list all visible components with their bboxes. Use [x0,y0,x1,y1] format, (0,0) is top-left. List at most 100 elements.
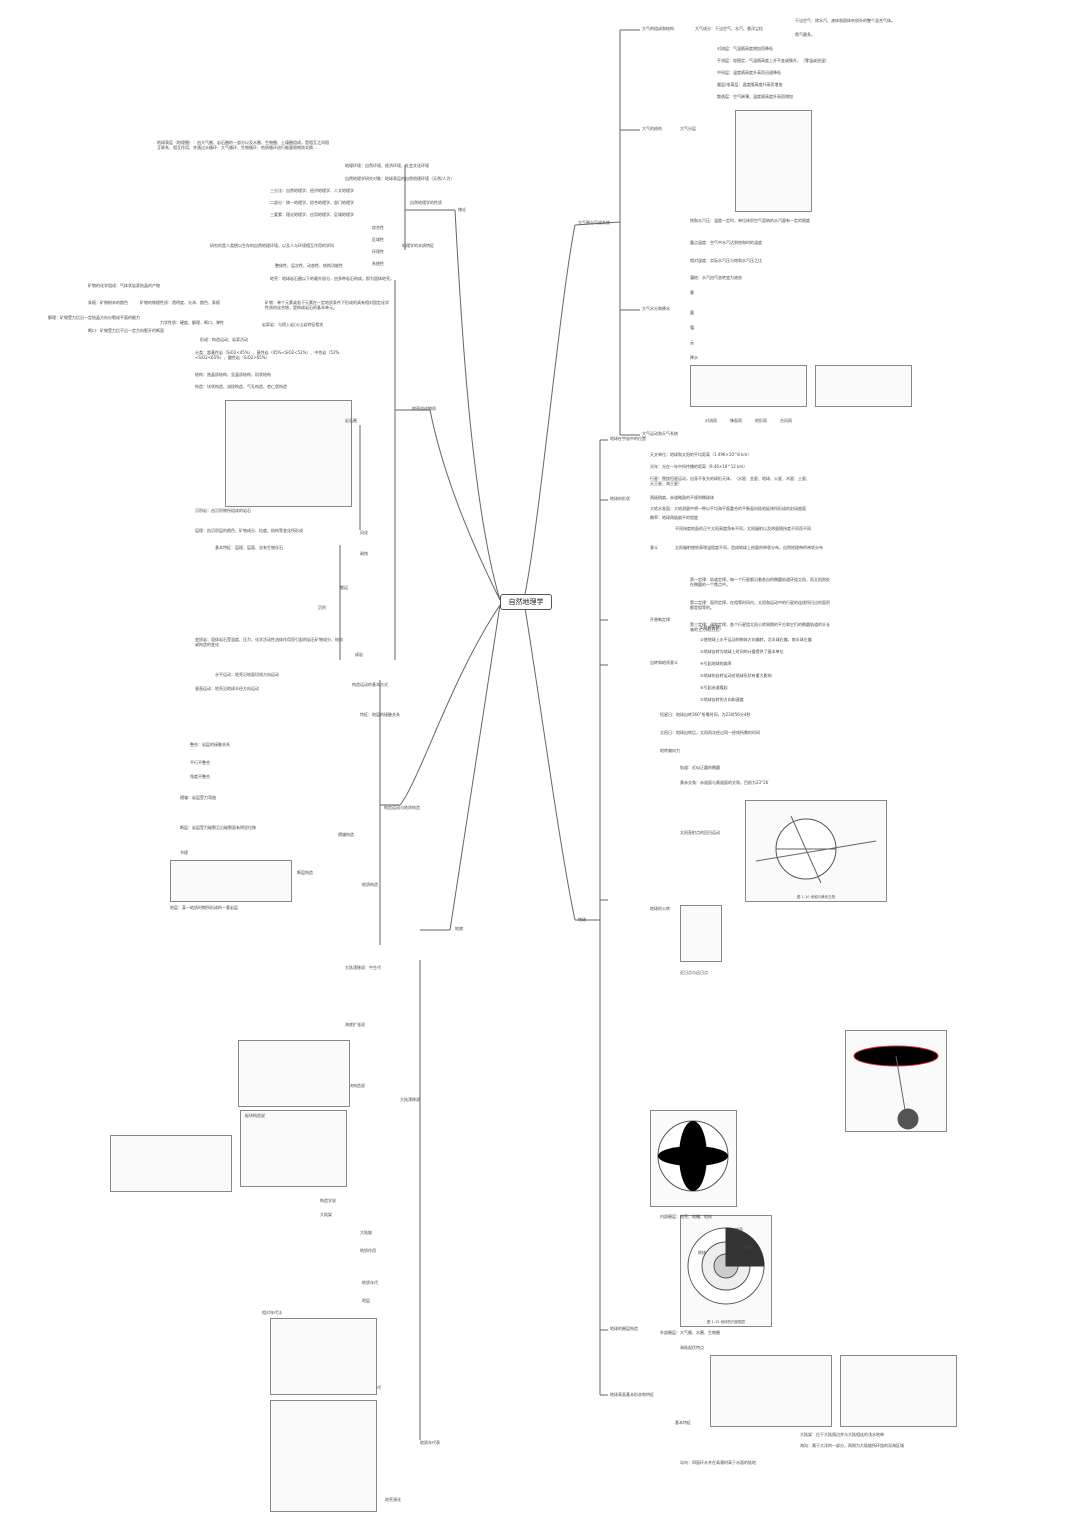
earth-interior-icon [687,1227,765,1305]
geo-0: 大陆漂移说：中生代 [345,965,381,970]
intro-item-3: 二部分：统一地理学、综合地理学、部门地理学 [270,200,354,205]
feature-3: 系统性 [372,261,384,266]
sea-label[interactable]: 地球表面基本形态和特征 [610,1392,654,1397]
sea-basic[interactable]: 基本特征 [675,1420,691,1425]
tect-0: 水平运动：地壳沿地面切线方向运动 [215,672,279,677]
atmos-comp-1: 干洁空气：除水汽、液体和固体杂质外的整个混合气体。 [795,18,895,23]
intro-branch[interactable]: 自然地理学的性质 [410,200,442,205]
period-1: 太阳日：地球自转后，太阳再次经过同一经线所需的时间 [660,730,760,735]
features-title[interactable]: 地理学的本质特征 [402,243,434,248]
sea-list-figure [840,1355,957,1427]
geo-3: 构造学说 [320,1198,336,1203]
fault-figure [170,860,292,902]
geology-label[interactable]: 地貌 [455,926,463,931]
circ-3: 凝结：水汽由气态转变为液态 [690,275,742,280]
atmos-circ[interactable]: 大气水分和降水 [642,306,670,311]
geo-6: 地质作用 [360,1248,376,1253]
earth-layers[interactable]: 地球的圈层构造 [610,1326,638,1331]
sedim-4: 成岩 [355,652,363,657]
intro-paragraph: 地球表层（地理圈）：由大气圈、岩石圈的一部分以及水圈、生物圈、土壤圈组成，是相互… [157,140,329,150]
tect-label[interactable]: 构造运动与地质构造 [384,805,420,810]
earth-rotation[interactable]: 自转和地质意义 [650,660,678,665]
crust-9: 基本特征：层理、层面、含有生物化石 [215,545,283,550]
landform-1: 地层 [362,1298,370,1303]
tect-4: 整合：岩层的接触关系 [190,742,230,747]
mineral-3: 条痕：矿物粉末的颜色 [88,300,128,305]
atmos-comp-0: 大气成分：干洁空气、水汽、悬浮尘粒 [695,26,763,31]
geo-1: 海底扩张说 [345,1022,365,1027]
crust-label[interactable]: 地壳组成物质 [412,406,436,411]
earth-revolution[interactable]: 地球的公转 [650,906,670,911]
kepler-2: 第三定律：调和定律，各个行星绕太阳公转周期的平方和它们的椭圆轨道的半长轴的立方成… [690,622,830,632]
precip-2: 地形雨 [755,418,767,423]
sedim-0: 风化 [360,530,368,535]
mineral-4: 解理：矿物受力后沿一定结晶方向分裂成平面的能力 [48,315,140,320]
plate-fig-title: 板块构造说 [245,1113,265,1118]
sedim-3: 沉积 [318,605,326,610]
shape-1: 大地水准面：大地测量中将一种以平均海平面重合的平衡面向陆地延伸所形成的封闭曲面 [650,506,806,511]
rot-5: ⑥引起赤道隆起 [700,685,728,690]
label-crust: 地壳 [735,1227,743,1232]
latlon-figure [650,1110,737,1207]
sea-text-figure [710,1355,832,1427]
pos-2: 行星：围绕恒星运动，自身不发光的球形天体。（水星、金星、地球、火星、木星、土星、… [650,476,810,486]
circ-8: 降水 [690,355,698,360]
atmos-structure[interactable]: 大气的结构 [642,126,662,131]
earth-kepler[interactable]: 开普勒定律 [650,617,670,622]
rock-table-figure [225,400,352,507]
meaning-1: 太阳辐射使地表增温程度不同，造成地球上热量的带状分布。自然地理带的带状分布 [675,545,823,550]
root-node[interactable]: 自然地理学 [500,594,552,610]
atmos-comp-2: 氮气最多。 [795,32,815,37]
circ-5: 露 [690,310,694,315]
rot-6: ⑦地球自转的方向和速度 [700,697,744,702]
shape-0: 两极稍扁，赤道略鼓的不规则椭球体 [650,495,714,500]
shape-2: 椭率：地球两极扁平的程度 [650,515,698,520]
intro-loc: 研究的是人类栖以生存的自然地理环境，以及人与环境相互作用的学科 [210,243,334,248]
circ-1: 露点温度：空气中水汽达到饱和时的温度 [690,240,762,245]
atmos-motion[interactable]: 大气运动和天气系统 [642,431,678,436]
crust-evolution-figure [270,1400,377,1512]
atmos-composition[interactable]: 大气的组成和结构 [642,26,674,31]
earth-meaning[interactable]: 意义 [650,545,658,550]
mineral-5: 断口：矿物受力后不沿一定方向裂开的断面 [88,328,164,333]
plate-theory-figure: 板块构造说 [240,1110,347,1187]
landform-0: 地质年代 [362,1280,378,1285]
precip-3: 台风雨 [780,418,792,423]
tect-11: 地质构造 [362,882,378,887]
circ-2: 相对湿度：实际水汽压与饱和水汽压之比 [690,258,762,263]
precip-1: 锋面雨 [730,418,742,423]
orbit-figure [680,905,722,962]
landform-3: 地壳演化 [385,1497,401,1502]
tilt-figure: 图 1-10 地轴与黄赤交角 [745,800,887,902]
geo-plate[interactable]: 大陆漂移说 [400,1097,420,1102]
circ-6: 霜 [690,325,694,330]
label-mantle: 地幔 [745,1245,753,1250]
world-plates-figure [238,1040,350,1107]
earth-interior-figure: 图 1-15 地球的内部圈层 [680,1215,772,1327]
atmos-label[interactable]: 大气圈与气候系统 [578,220,610,225]
precip-0: 对流雨 [705,418,717,423]
tect-10: 地层：某一地质时期所形成的一套岩层 [170,905,238,910]
pos-1: 光年：光在一年中所传播的距离（9.46×10^12 km） [650,464,748,469]
crust-0: 地壳：地球岩石圈以下的最外部分，由多种岩石构成，即为固体地壳。 [270,276,394,281]
precession-figure [845,1030,947,1132]
earth-shape[interactable]: 地球的形状 [610,496,630,501]
geo-4: 大陆架 [320,1212,332,1217]
intro-label[interactable]: 绪论 [458,207,466,212]
intro-item-1: 自然地理学研究对象：地球表层的自然地理环境（天然/人为） [345,176,455,181]
rock-cycle[interactable]: 岩石圈 [345,418,357,423]
kepler-0: 第一定律：轨道定律，每一个行星都沿着各自的椭圆轨道环绕太阳，而太阳则处在椭圆的一… [690,577,830,587]
tilt-caption: 图 1-10 地轴与黄赤交角 [796,895,836,899]
intro-struct: 整体性、层次性、动态性、结构功能性 [275,263,343,268]
age-table-figure [270,1318,377,1395]
earth-label[interactable]: 地球 [578,917,586,922]
sedim-2: 搬运 [340,585,348,590]
layer-2: 中间层：温度随高度升高而迅速降低 [717,70,781,75]
tect-8: 断层：岩层受力破裂且沿破裂面有明显位移 [180,825,256,830]
layer-4: 散逸层：空气稀薄，温度随高度升高而增加 [717,94,793,99]
cloud-table-figure [690,365,807,407]
earth-position[interactable]: 地球在宇宙中的位置 [610,436,646,441]
atmos-vertical[interactable]: 大气分层 [680,126,696,131]
